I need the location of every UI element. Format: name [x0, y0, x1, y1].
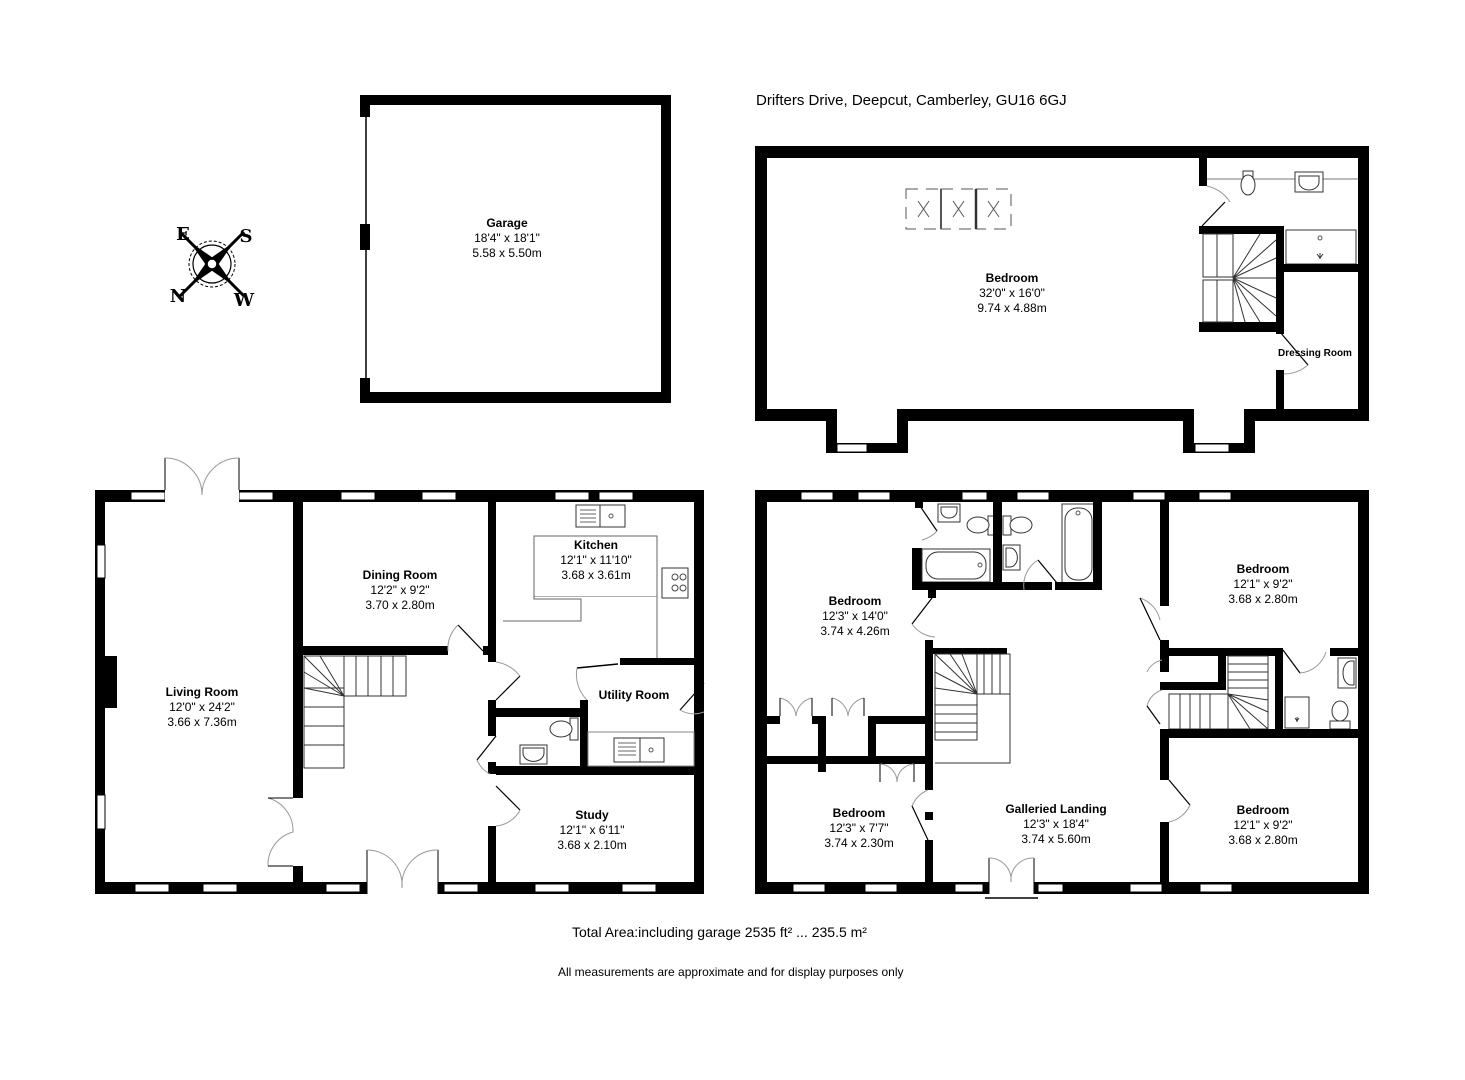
bedroom-2-dim-metric: 3.68 x 2.80m	[1228, 592, 1297, 606]
dressing-room-label: Dressing Room	[1278, 348, 1352, 359]
galleried-landing-label: Galleried Landing	[1005, 802, 1106, 816]
bedroom-3-dim-imperial: 12'3" x 7'7"	[829, 821, 888, 835]
dining-room-label: Dining Room	[363, 568, 438, 582]
toilet-icon	[966, 515, 997, 536]
dining-room-dim-metric: 3.70 x 2.80m	[365, 598, 434, 612]
bedroom-3-label: Bedroom	[833, 806, 886, 820]
garage-dim-imperial: 18'4" x 18'1"	[474, 231, 540, 245]
basin-icon	[1294, 171, 1324, 193]
toilet-icon	[549, 717, 579, 741]
study-dim-metric: 3.68 x 2.10m	[557, 838, 626, 852]
bedroom-4-label: Bedroom	[1237, 803, 1290, 817]
kitchen-dim-metric: 3.68 x 3.61m	[561, 568, 630, 582]
compass-label-n: N	[170, 286, 186, 307]
galleried-landing-dim-imperial: 12'3" x 18'4"	[1023, 817, 1089, 831]
garage-dim-metric: 5.58 x 5.50m	[472, 246, 541, 260]
toilet-icon	[1329, 700, 1351, 730]
garage-pillar	[360, 224, 370, 250]
first-floor-plan: Bedroom 12'3" x 14'0" 3.74 x 4.26m Bedro…	[755, 490, 1369, 899]
dining-room-dim-imperial: 12'2" x 9'2"	[370, 583, 429, 597]
kitchen-dim-imperial: 12'1" x 11'10"	[560, 553, 632, 567]
living-room-label: Living Room	[166, 685, 239, 699]
bedroom-2-dim-imperial: 12'1" x 9'2"	[1233, 577, 1292, 591]
basin-icon	[519, 744, 548, 765]
bedroom-4-dim-metric: 3.68 x 2.80m	[1228, 833, 1297, 847]
shower-icon	[1285, 229, 1357, 265]
loft-bedroom-dim-metric: 9.74 x 4.88m	[977, 301, 1046, 315]
compass-rose-icon: E S N W	[170, 224, 255, 311]
garage-plan: Garage 18'4" x 18'1" 5.58 x 5.50m	[360, 95, 671, 403]
toilet-icon	[1002, 515, 1033, 536]
bath-icon	[921, 548, 991, 583]
bedroom-1-label: Bedroom	[829, 594, 882, 608]
sink-icon	[587, 731, 695, 767]
bedroom-2-label: Bedroom	[1237, 562, 1290, 576]
basin-icon	[1002, 544, 1021, 571]
staircase-icon	[934, 653, 1011, 764]
compass-label-e: E	[176, 224, 190, 245]
hob-icon	[661, 567, 689, 599]
disclaimer-text: All measurements are approximate and for…	[558, 965, 904, 979]
bedroom-1-dim-metric: 3.74 x 4.26m	[820, 624, 889, 638]
bedroom-4-dim-imperial: 12'1" x 9'2"	[1233, 818, 1292, 832]
top-floor-plan: Dressing Room Bedroom 32'0" x 16'0" 9.74…	[755, 146, 1369, 453]
property-address: Drifters Drive, Deepcut, Camberley, GU16…	[756, 92, 1067, 109]
ground-floor-plan: Utility Room Living Room 12'0" x 24'2" 3…	[95, 457, 705, 895]
bedroom-3-dim-metric: 3.74 x 2.30m	[824, 836, 893, 850]
staircase-icon	[303, 655, 407, 769]
toilet-icon	[1240, 170, 1256, 196]
bath-icon	[1061, 503, 1096, 585]
study-dim-imperial: 12'1" x 6'11"	[560, 823, 625, 837]
utility-room-label: Utility Room	[599, 688, 670, 702]
living-room-dim-metric: 3.66 x 7.36m	[167, 715, 236, 729]
total-area-text: Total Area:including garage 2535 ft² ...…	[572, 924, 867, 940]
galleried-landing-dim-metric: 3.74 x 5.60m	[1021, 832, 1090, 846]
sink-icon	[575, 504, 626, 528]
kitchen-label: Kitchen	[574, 538, 618, 552]
compass-label-w: W	[233, 290, 255, 311]
loft-bedroom-label: Bedroom	[986, 271, 1039, 285]
staircase-icon	[1202, 233, 1277, 323]
compass-label-s: S	[240, 226, 253, 247]
shower-icon	[1284, 696, 1310, 729]
bedroom-1-dim-imperial: 12'3" x 14'0"	[822, 609, 888, 623]
garage-label: Garage	[486, 216, 528, 230]
skylight-icon	[905, 188, 1012, 230]
basin-icon	[937, 503, 961, 523]
living-room-dim-imperial: 12'0" x 24'2"	[169, 700, 235, 714]
loft-bedroom-dim-imperial: 32'0" x 16'0"	[979, 286, 1045, 300]
basin-icon	[1337, 657, 1357, 689]
study-label: Study	[575, 808, 609, 822]
